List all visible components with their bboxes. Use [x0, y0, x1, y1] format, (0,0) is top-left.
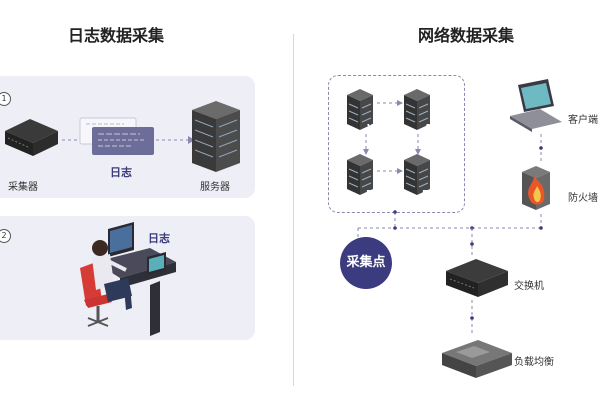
collector-label: 采集器: [8, 182, 38, 193]
app-server-label: App: [424, 123, 447, 134]
switch-label: 交换机: [514, 281, 544, 292]
panel-1-badge: 1: [0, 92, 11, 106]
network-collection-title: 网络数据采集: [418, 26, 515, 45]
log-label-1: 日志: [110, 166, 132, 179]
firewall-icon: [522, 166, 550, 210]
collector-device-icon: [5, 119, 58, 156]
client-label: 客户端: [568, 115, 598, 126]
collect-point-badge: 采集点: [340, 237, 392, 289]
person-at-desk-icon: [80, 222, 176, 336]
log-collection-title: 日志数据采集: [68, 26, 165, 45]
firewall-label: 防火墙: [568, 193, 598, 204]
esb-server-label: ESB: [422, 189, 444, 200]
panel-2-badge: 2: [0, 229, 11, 243]
web-server-label: Web: [367, 123, 392, 134]
server-rack-icon: [192, 101, 240, 172]
client-laptop-icon: [510, 79, 562, 132]
log-document-icon: [79, 117, 154, 155]
load-balancer-label: 负载均衡: [514, 357, 554, 368]
log-label-2: 日志: [148, 232, 170, 245]
db-server-label: DB: [366, 189, 382, 200]
server-label: 服务器: [200, 182, 230, 193]
section-divider: [293, 34, 294, 386]
switch-icon: [446, 259, 508, 297]
load-balancer-icon: [442, 340, 512, 378]
